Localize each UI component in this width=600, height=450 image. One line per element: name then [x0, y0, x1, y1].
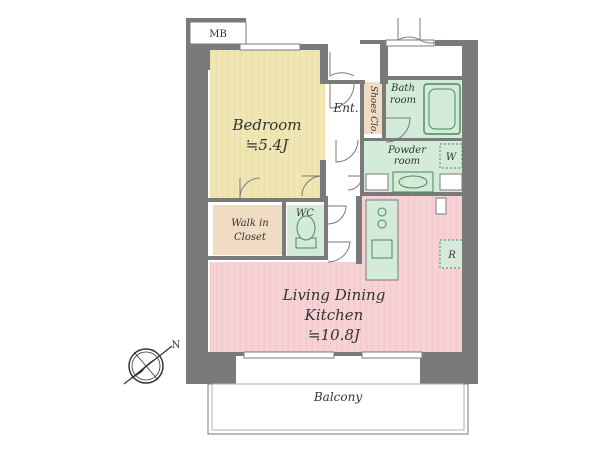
bedroom-floor	[210, 48, 325, 198]
bathtub	[423, 83, 461, 135]
bath-label-1: Bath	[390, 83, 415, 94]
powder-label-1: Powder	[387, 145, 427, 156]
refrigerator-label: R	[447, 250, 456, 261]
bathtub-inner	[428, 88, 456, 130]
mb-box	[189, 21, 247, 45]
kitchen-sink	[371, 239, 393, 259]
washer-label: W	[446, 152, 457, 163]
compass-north-label: N	[172, 340, 181, 351]
windows	[239, 39, 435, 359]
compass-icon: N	[123, 340, 181, 385]
walkin-closet-floor	[213, 205, 285, 255]
walls	[186, 18, 478, 384]
bedroom-size-label: ≒5.4J	[246, 136, 289, 154]
ldk-floor	[210, 262, 465, 354]
walkin-label-1: Walk in	[231, 218, 268, 229]
door-swings	[239, 18, 443, 263]
washbasin-bowl	[398, 175, 428, 189]
ldk-label-1: Living Dining	[282, 286, 386, 304]
washer-space	[439, 143, 463, 169]
refrigerator-space	[439, 239, 465, 269]
powder-label-2: room	[394, 156, 420, 167]
ldk-label-2: Kitchen	[304, 306, 364, 324]
entrance-label: Ent.	[332, 101, 358, 115]
bath-label-2: room	[390, 95, 416, 106]
mb-label: MB	[209, 29, 227, 40]
ldk-size-label: ≒10.8J	[308, 326, 361, 344]
shoes-closet-floor	[364, 82, 382, 134]
toilet-bowl	[296, 215, 316, 241]
balcony-outline-inner	[211, 383, 465, 431]
walkin-label-2: Closet	[234, 232, 267, 243]
bedroom-label: Bedroom	[232, 116, 302, 134]
shoes-closet-label: Shoes Clo.	[368, 86, 378, 134]
stove-icon	[377, 207, 387, 229]
washbasin	[392, 171, 434, 193]
wc-label: WC	[296, 208, 314, 219]
closet-doors	[365, 173, 463, 215]
balcony-label: Balcony	[313, 390, 362, 404]
